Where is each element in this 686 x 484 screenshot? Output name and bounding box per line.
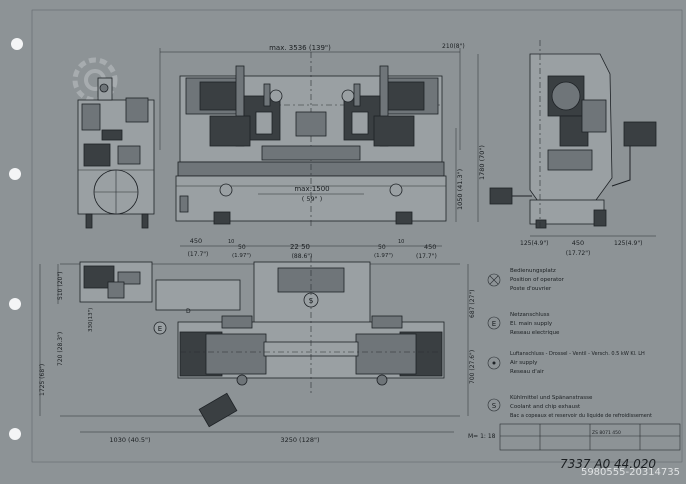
svg-text:Luftanschluss - Drossel - Vent: Luftanschluss - Drossel - Ventil - Versc… [510,351,645,357]
dim-plan-510: 510 (20") [57,272,64,300]
dim-plan-3250: 3250 (128") [280,436,319,444]
dim-stroke: max.1500 [294,185,329,193]
dim-height-1050: 1050 (41.3") [456,169,464,210]
dim-side-450-in: (17.72") [566,250,591,257]
dim-plan-330: 330(13") [88,308,94,332]
punch-hole-3 [9,298,21,310]
dim-plan-1030: 1030 (40.5") [109,436,150,444]
front-view-dimensions: max. 3536 (139") 210(8") max.1500 ( 59" … [159,43,486,260]
dim-stroke-inches: ( 59" ) [302,195,322,203]
title-block: M= 1: 18 ZS 8071 450 7337 A0 44.020 [468,423,681,471]
dim-plan-720: 720 (28.3") [57,332,64,366]
scale-label: M= 1: 18 [468,433,496,440]
electrical-cabinet-view [77,77,155,229]
dim-left-450-in: (17.7") [188,251,209,258]
marker-e-circle [153,321,167,335]
dim-side-125-left: 125(4.9") [520,240,548,247]
dim-side-125-right: 125(4.9") [614,240,642,247]
dim-left-450: 450 [190,237,202,245]
marker-d: D [186,308,191,315]
dim-plan-700: 700 (27.6") [469,350,476,384]
dim-side-450: 450 [572,239,584,247]
svg-text:Kühlmittel und Spänanstrasse: Kühlmittel und Spänanstrasse [510,395,593,401]
svg-text:Reseau d'air: Reseau d'air [510,369,545,375]
dim-right-450-in: (17.7") [416,253,437,260]
watermark: 5980555-20314735 [580,467,680,478]
svg-text:Bac a copeaux et reservoir du: Bac a copeaux et reservoir du liquide de… [510,413,652,419]
dim-plan-1725: 1725 (68") [39,364,46,396]
dim-right-50-in: (1.97") [374,253,393,259]
punch-hole-4 [9,428,21,440]
plan-view: S E D [60,256,460,428]
legend-item-electric: E Netzanschluss El. main supply Reseau e… [487,312,560,336]
dim-overall-width: max. 3536 (139") [269,44,331,52]
stamp-number: ZS 8071 450 [592,430,621,436]
dim-center-2250-in: (88.6") [292,253,313,260]
drawing-number: 7337 A0 44.020 [560,457,656,471]
dim-plan-687: 687 (27") [469,290,476,318]
dim-right-50: 50 [378,244,386,251]
svg-text:Poste d'ouvrier: Poste d'ouvrier [510,286,552,292]
punch-hole-1 [11,38,23,50]
dim-right-10: 10 [398,239,404,245]
front-elevation-view [175,52,447,228]
svg-text:Coolant and chip exhaust: Coolant and chip exhaust [510,404,581,410]
svg-text:Bedienungsplatz: Bedienungsplatz [510,268,556,274]
dim-right-450: 450 [424,243,436,251]
punch-hole-2 [9,168,21,180]
marker-e: E [158,325,162,333]
legend-item-coolant: S Kühlmittel und Spänanstrasse Coolant a… [487,395,652,419]
svg-text:Air supply: Air supply [510,360,538,366]
svg-text:Position of operator: Position of operator [510,277,565,283]
dim-center-2250: 22 50 [290,243,310,251]
legend-item-air: Luftanschluss - Drossel - Ventil - Versc… [487,351,645,375]
svg-text:El. main supply: El. main supply [510,321,553,327]
svg-text:E: E [492,320,496,328]
dim-height-1780: 1780 (70") [478,145,486,180]
dim-top-right: 210(8") [442,43,465,50]
legend-item-operator: Bedienungsplatz Position of operator Pos… [487,268,565,292]
dim-left-10: 10 [228,239,234,245]
legend: Bedienungsplatz Position of operator Pos… [487,268,652,419]
svg-text:S: S [492,402,497,410]
svg-text:Reseau electrique: Reseau electrique [510,330,560,336]
svg-text:Netzanschluss: Netzanschluss [510,312,550,318]
side-elevation-view [489,40,657,230]
side-view-dimensions: 125(4.9") 450 (17.72") 125(4.9") [520,235,656,257]
dim-left-50: 50 [238,244,246,251]
dim-left-50-in: (1.97") [232,253,251,259]
plan-view-dimensions: 510 (20") 720 (28.3") 330(13") 1725 (68"… [39,264,476,444]
